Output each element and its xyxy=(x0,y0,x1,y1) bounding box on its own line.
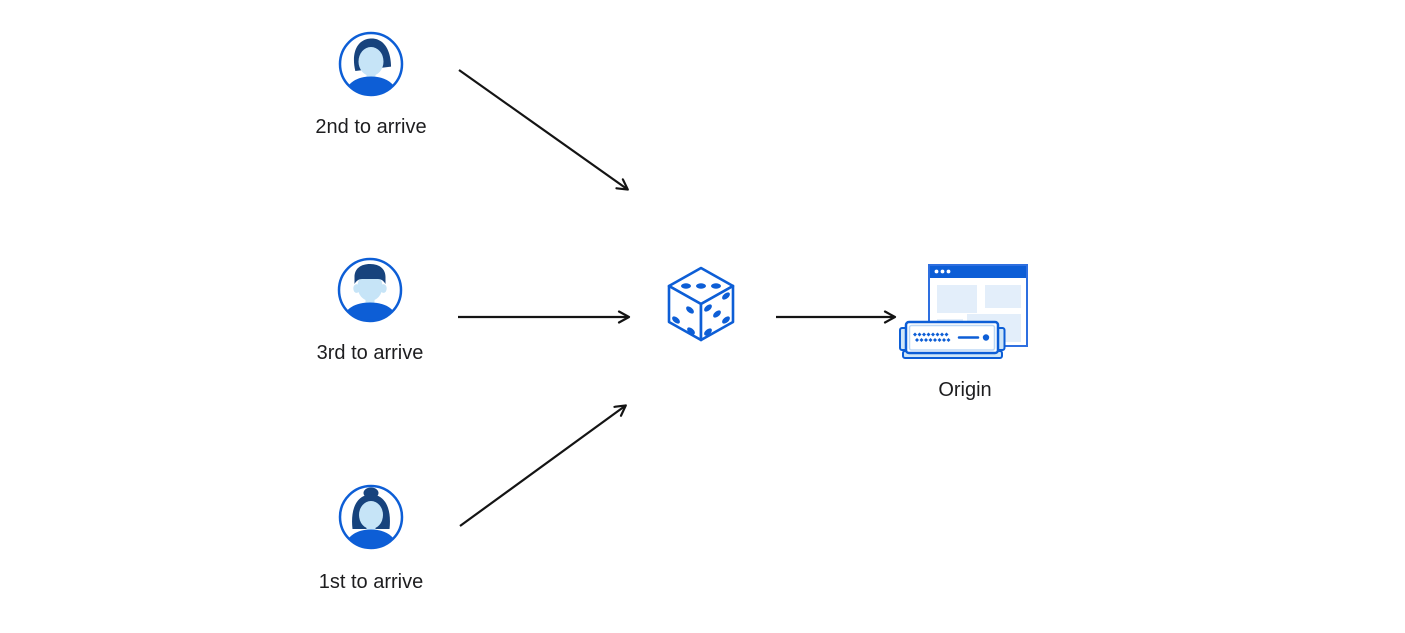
visitor-node-3rd: 3rd to arrive xyxy=(270,257,470,365)
origin-node: Origin xyxy=(865,262,1065,402)
visitor-node-1st: 1st to arrive xyxy=(271,484,471,594)
origin-server-icon xyxy=(899,264,1028,359)
server-vent-pattern xyxy=(913,332,951,342)
visitor-node-2nd: 2nd to arrive xyxy=(271,31,471,139)
origin-label: Origin xyxy=(938,379,992,401)
visitor-label-3rd: 3rd to arrive xyxy=(316,342,424,364)
arrow-visitor-2nd-to-dice xyxy=(458,69,627,189)
avatar-woman-bun-hair-icon xyxy=(338,484,404,550)
browser-window-icon xyxy=(928,264,1028,347)
arrow-visitor-1st-to-dice xyxy=(459,406,625,527)
dice-icon xyxy=(667,266,735,342)
rack-server-icon xyxy=(899,320,1006,359)
visitor-label-1st: 1st to arrive xyxy=(318,571,424,593)
avatar-man-short-hair-icon xyxy=(337,257,403,323)
avatar-man-swept-hair-icon xyxy=(338,31,404,97)
visitor-label-2nd: 2nd to arrive xyxy=(315,116,427,138)
